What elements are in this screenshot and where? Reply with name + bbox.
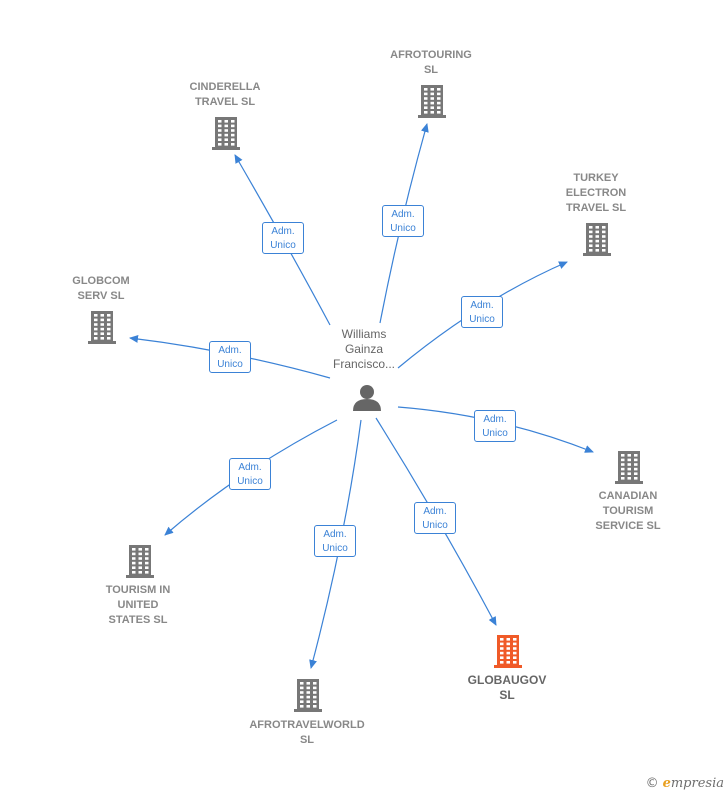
node-label-line: AFROTRAVELWORLD bbox=[249, 719, 365, 731]
role-badge-tourism-us: Adm. Unico bbox=[229, 458, 271, 490]
person-name-line-2: Gainza bbox=[344, 342, 384, 356]
building-icon-afrotravelworld[interactable] bbox=[294, 679, 322, 712]
node-label-line: TOURISM bbox=[602, 505, 654, 517]
person-name-line-1: Williams bbox=[341, 327, 387, 341]
building-icon-cinderella[interactable] bbox=[212, 117, 240, 150]
building-icon-turkey[interactable] bbox=[583, 223, 611, 256]
building-icon-canadian[interactable] bbox=[615, 451, 643, 484]
role-badge-line: Unico bbox=[482, 428, 508, 439]
role-badge-line: Unico bbox=[390, 223, 416, 234]
role-badge-line: Unico bbox=[217, 359, 243, 370]
role-badge-line: Adm. bbox=[323, 529, 347, 540]
empresia-brand: ©empresia bbox=[646, 776, 724, 791]
node-label-line: SERVICE SL bbox=[595, 520, 661, 532]
role-badge-line: Adm. bbox=[238, 462, 262, 473]
brand-e-mark: e bbox=[662, 776, 671, 791]
node-label-line: TRAVEL SL bbox=[565, 202, 627, 214]
brand-name: mpresia bbox=[670, 776, 724, 791]
node-label-line: TRAVEL SL bbox=[194, 96, 256, 108]
node-label-line: SL bbox=[423, 64, 439, 76]
node-label-line: SL bbox=[299, 734, 315, 746]
node-label-line: SL bbox=[499, 688, 515, 702]
node-label-line: ELECTRON bbox=[565, 187, 627, 199]
node-label-line: GLOBAUGOV bbox=[467, 673, 547, 687]
node-label-tourism-us[interactable]: TOURISM IN UNITED STATES SL bbox=[106, 583, 171, 628]
node-label-line: TURKEY bbox=[573, 172, 619, 184]
role-badge-line: Unico bbox=[322, 543, 348, 554]
node-label-line: UNITED bbox=[117, 599, 159, 611]
person-icon[interactable] bbox=[353, 385, 381, 411]
building-icon-globcom[interactable] bbox=[88, 311, 116, 344]
role-badge-turkey: Adm. Unico bbox=[461, 296, 503, 328]
role-badge-line: Unico bbox=[237, 476, 263, 487]
node-label-afrotravelworld[interactable]: AFROTRAVELWORLD SL bbox=[249, 718, 364, 748]
node-label-line: CANADIAN bbox=[598, 490, 658, 502]
role-badge-afrotravelworld: Adm. Unico bbox=[314, 525, 356, 557]
node-label-canadian[interactable]: CANADIAN TOURISM SERVICE SL bbox=[595, 489, 660, 534]
role-badge-line: Adm. bbox=[483, 414, 507, 425]
center-person-label[interactable]: Williams Gainza Francisco... bbox=[333, 327, 395, 372]
node-label-turkey[interactable]: TURKEY ELECTRON TRAVEL SL bbox=[566, 171, 627, 216]
role-badge-line: Unico bbox=[469, 314, 495, 325]
node-label-line: AFROTOURING bbox=[390, 49, 472, 61]
node-label-line: GLOBCOM bbox=[72, 275, 130, 287]
node-label-line: TOURISM IN bbox=[105, 584, 171, 596]
building-icon-globaugov[interactable] bbox=[494, 635, 522, 668]
role-badge-line: Adm. bbox=[218, 345, 242, 356]
building-icon-afrotouring[interactable] bbox=[418, 85, 446, 118]
node-label-cinderella[interactable]: CINDERELLA TRAVEL SL bbox=[190, 80, 261, 110]
role-badge-line: Adm. bbox=[470, 300, 494, 311]
building-icon-tourism-us[interactable] bbox=[126, 545, 154, 578]
role-badge-line: Unico bbox=[422, 520, 448, 531]
role-badge-canadian: Adm. Unico bbox=[474, 410, 516, 442]
node-label-line: SERV SL bbox=[77, 290, 125, 302]
role-badge-line: Adm. bbox=[391, 209, 415, 220]
role-badge-line: Adm. bbox=[271, 226, 295, 237]
role-badge-line: Adm. bbox=[423, 506, 447, 517]
node-label-line: CINDERELLA bbox=[189, 81, 261, 93]
role-badge-afrotouring: Adm. Unico bbox=[382, 205, 424, 237]
role-badge-cinderella: Adm. Unico bbox=[262, 222, 304, 254]
node-label-afrotouring[interactable]: AFROTOURING SL bbox=[390, 48, 472, 78]
node-label-line: STATES SL bbox=[108, 614, 168, 626]
node-label-globcom[interactable]: GLOBCOM SERV SL bbox=[72, 274, 129, 304]
role-badge-globcom: Adm. Unico bbox=[209, 341, 251, 373]
role-badge-globaugov: Adm. Unico bbox=[414, 502, 456, 534]
copyright-symbol: © bbox=[645, 776, 659, 791]
person-name-line-3: Francisco... bbox=[332, 357, 396, 371]
role-badge-line: Unico bbox=[270, 240, 296, 251]
